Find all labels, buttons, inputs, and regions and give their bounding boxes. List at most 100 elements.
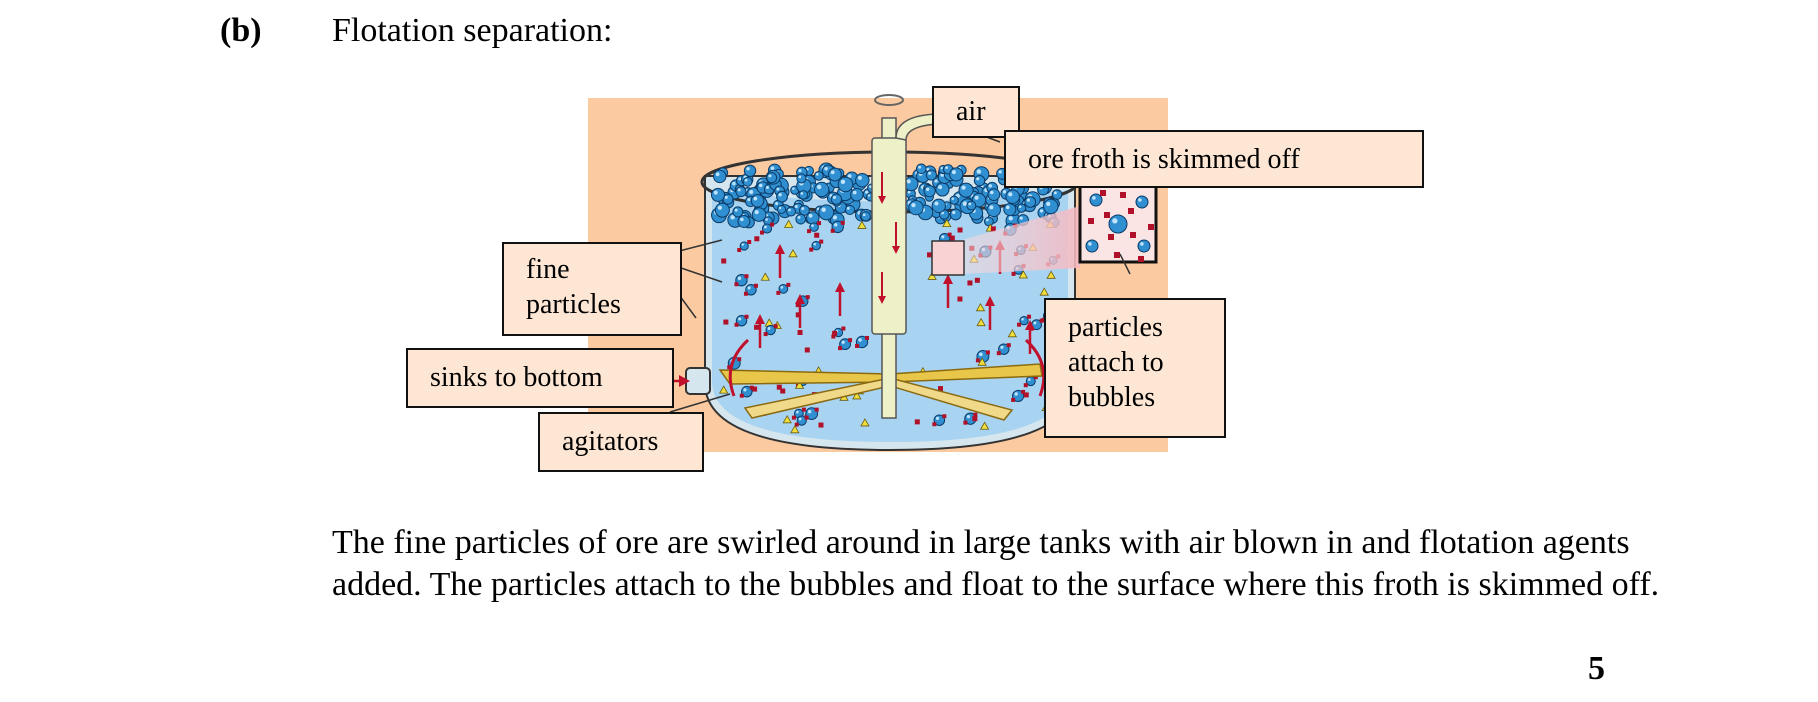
froth-bubble-highlight <box>990 190 994 195</box>
rising-bubble-highlight <box>798 417 802 421</box>
froth-bubble <box>714 202 730 218</box>
froth-bubble <box>776 204 787 214</box>
attached-ore-particle <box>773 324 778 329</box>
label-fine-particles: fine particles <box>502 242 682 336</box>
froth-bubble-highlight <box>976 169 982 174</box>
ore-particle <box>938 386 944 392</box>
inset-ore-particle <box>1104 212 1110 218</box>
froth-bubble <box>931 198 946 214</box>
fine-particle <box>927 271 937 280</box>
attached-ore-particle <box>727 365 732 370</box>
attached-ore-particle <box>737 357 742 362</box>
froth-bubble <box>796 173 807 184</box>
froth-bubble-highlight <box>907 190 911 194</box>
froth-bubble-highlight <box>821 207 826 212</box>
froth-bubble-highlight <box>928 171 932 175</box>
zoom-source-box <box>931 240 965 276</box>
attached-ore-particle <box>763 332 768 337</box>
ore-particle <box>957 227 963 233</box>
froth-bubble-highlight <box>1053 191 1057 195</box>
froth-bubble-highlight <box>817 184 822 190</box>
inset-ore-particle <box>1128 208 1134 214</box>
fine-particle <box>942 218 952 228</box>
froth-bubble-highlight <box>815 172 819 176</box>
froth-bubble <box>983 216 994 227</box>
froth-bubble-highlight <box>1005 205 1010 210</box>
ore-particle <box>797 329 803 335</box>
rising-bubble-highlight <box>1000 345 1004 349</box>
ore-particle <box>927 252 933 258</box>
froth-bubble-highlight <box>986 218 989 222</box>
froth-bubble <box>949 167 964 182</box>
label-ore-froth: ore froth is skimmed off <box>1004 130 1424 188</box>
froth-bubble-highlight <box>952 210 956 215</box>
inset-bubble-highlight <box>1088 242 1092 246</box>
froth-bubble-highlight <box>1018 205 1022 208</box>
froth-bubble-highlight <box>962 201 968 206</box>
attached-ore-particle <box>830 228 835 233</box>
rising-bubble-highlight <box>767 327 771 330</box>
froth-bubble <box>786 206 797 217</box>
rising-bubble-highlight <box>813 242 817 246</box>
attached-ore-particle <box>963 420 968 425</box>
ore-particle <box>990 226 996 232</box>
attached-ore-particle <box>996 351 1001 356</box>
froth-bubble <box>844 204 856 216</box>
froth-bubble <box>750 194 765 208</box>
attached-ore-particle <box>737 248 742 253</box>
air-down-arrow-icon <box>878 296 886 304</box>
fine-particle <box>782 414 792 424</box>
ore-particle <box>754 236 760 242</box>
fine-particle <box>1018 270 1029 279</box>
swirl-arrow-left <box>728 338 750 397</box>
froth-bubble-highlight <box>770 166 775 171</box>
attached-ore-particle <box>838 346 843 351</box>
ore-particle <box>780 388 786 394</box>
attached-ore-particle <box>805 295 810 300</box>
rising-bubble-highlight <box>1027 378 1031 381</box>
attached-ore-particle <box>770 222 775 227</box>
ore-particle <box>972 416 978 422</box>
froth-bubble-highlight <box>1026 198 1030 202</box>
froth-bubble-highlight <box>754 210 759 215</box>
fine-particle <box>788 248 798 258</box>
rising-bubble-highlight <box>941 235 945 239</box>
froth-bubble-highlight <box>794 205 798 209</box>
attached-ore-particle <box>749 385 754 390</box>
ore-particle <box>804 347 810 353</box>
attached-ore-particle <box>807 229 812 234</box>
froth-bubble <box>776 190 788 203</box>
froth-bubble-highlight <box>989 205 994 210</box>
froth-bubble-highlight <box>801 207 805 211</box>
attached-ore-particle <box>947 232 952 237</box>
froth-bubble-highlight <box>808 213 813 218</box>
attached-ore-particle <box>1039 318 1044 323</box>
ore-particle <box>957 296 963 302</box>
attached-ore-particle <box>743 291 748 296</box>
fine-particle <box>976 317 986 327</box>
rising-bubble-highlight <box>747 286 751 290</box>
attached-ore-particle <box>865 335 870 340</box>
fine-particle <box>783 219 794 228</box>
air-down-arrow-icon <box>878 196 886 204</box>
page-number: 5 <box>1588 650 1605 687</box>
attached-ore-particle <box>831 334 836 339</box>
rising-bubble-highlight <box>741 243 745 246</box>
froth-bubble-highlight <box>798 175 802 179</box>
attached-ore-particle <box>753 283 758 288</box>
froth-bubble-highlight <box>918 165 922 169</box>
rising-bubble-highlight <box>979 352 983 357</box>
fine-particle <box>1039 287 1049 296</box>
attached-ore-particle <box>1027 314 1032 319</box>
froth-bubble-highlight <box>730 215 735 220</box>
froth-bubble-highlight <box>865 190 869 194</box>
froth-bubble-highlight <box>1008 216 1013 221</box>
air-tube <box>871 137 907 335</box>
froth-bubble-highlight <box>934 201 939 206</box>
froth-bubble <box>732 206 744 218</box>
attached-ore-particle <box>1017 322 1022 327</box>
flotation-diagram: air ore froth is skimmed off fine partic… <box>400 78 1440 498</box>
ore-particle <box>723 319 729 325</box>
froth-bubble-highlight <box>951 170 956 175</box>
label-particles-attach-line1: particles <box>1068 312 1163 343</box>
